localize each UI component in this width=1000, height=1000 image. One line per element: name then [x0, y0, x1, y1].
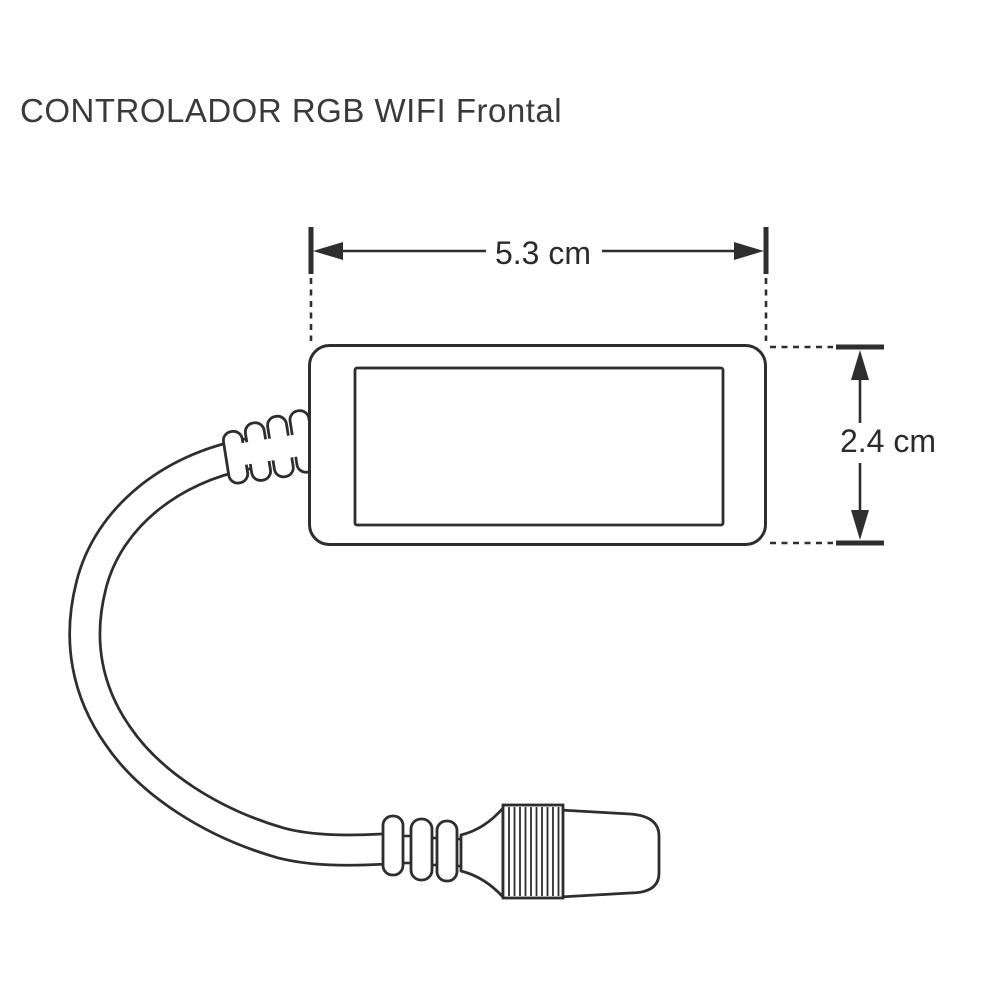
controller-body-front-view [308, 344, 767, 546]
connector-rib [409, 817, 434, 882]
height-dimension: 2.4 cm [770, 344, 936, 546]
boot-body [232, 431, 317, 467]
width-dimension-label: 5.3 cm [495, 235, 591, 271]
connector-barrel [558, 808, 661, 899]
cable-fill [71, 440, 399, 864]
width-dimension: 5.3 cm [308, 227, 769, 341]
height-dimension-label: 2.4 cm [840, 423, 936, 459]
arrow-right-icon [734, 242, 764, 260]
arrow-down-icon [851, 510, 869, 540]
arrow-up-icon [851, 350, 869, 380]
arrow-left-icon [313, 242, 343, 260]
dc-barrel-connector [381, 803, 661, 900]
controller-label-recess [353, 366, 725, 527]
power-cable [68, 437, 402, 867]
page-title: CONTROLADOR RGB WIFI Frontal [20, 92, 562, 129]
connector-knurl [501, 803, 565, 900]
connector-rib [381, 814, 405, 877]
connector-knurl-grooves [508, 807, 560, 896]
connector-rib [435, 819, 459, 883]
